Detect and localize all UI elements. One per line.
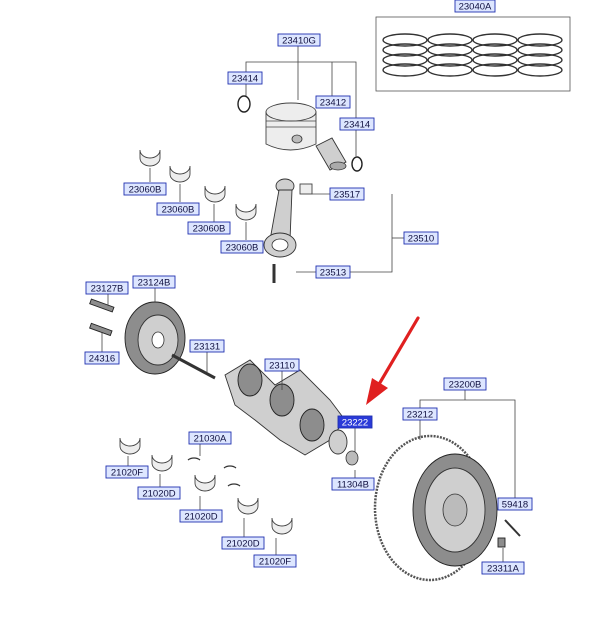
svg-text:23510: 23510 — [408, 234, 434, 245]
svg-text:21020D: 21020D — [142, 489, 175, 500]
piston-ring-set — [375, 16, 571, 92]
label-23060B-2[interactable]: 23060B — [156, 202, 200, 216]
svg-text:23412: 23412 — [320, 98, 346, 109]
svg-text:23060B: 23060B — [226, 243, 259, 254]
svg-text:23414: 23414 — [344, 120, 370, 131]
svg-text:21020D: 21020D — [184, 512, 217, 523]
label-23414-left[interactable]: 23414 — [227, 71, 263, 85]
label-21020F-1[interactable]: 21020F — [105, 465, 149, 479]
svg-text:23060B: 23060B — [162, 205, 195, 216]
label-23412[interactable]: 23412 — [315, 95, 351, 109]
svg-text:23212: 23212 — [407, 410, 433, 421]
label-23110[interactable]: 23110 — [264, 358, 300, 372]
part-labels: 23040A 23410G 23414 23412 23414 23060B 2… — [84, 0, 533, 575]
label-23060B-4[interactable]: 23060B — [220, 240, 264, 254]
label-23212[interactable]: 23212 — [402, 407, 438, 421]
label-23510[interactable]: 23510 — [403, 231, 439, 245]
label-24316[interactable]: 24316 — [84, 351, 120, 365]
label-23410G[interactable]: 23410G — [277, 33, 321, 47]
svg-text:23060B: 23060B — [193, 224, 226, 235]
label-23040A[interactable]: 23040A — [454, 0, 496, 13]
label-23517[interactable]: 23517 — [329, 187, 365, 201]
bearing-shells-lower — [119, 437, 293, 535]
svg-text:23040A: 23040A — [459, 2, 492, 13]
label-23200B[interactable]: 23200B — [443, 377, 487, 391]
label-21020D-1[interactable]: 21020D — [137, 486, 181, 500]
svg-text:21020F: 21020F — [259, 557, 291, 568]
label-11304B[interactable]: 11304B — [331, 477, 375, 491]
svg-text:23414: 23414 — [232, 74, 258, 85]
label-21020D-3[interactable]: 21020D — [221, 536, 265, 550]
svg-text:11304B: 11304B — [337, 480, 369, 491]
svg-text:23110: 23110 — [269, 361, 295, 372]
label-21020F-2[interactable]: 21020F — [253, 554, 297, 568]
label-21020D-2[interactable]: 21020D — [179, 509, 223, 523]
svg-text:23517: 23517 — [334, 190, 360, 201]
svg-text:24316: 24316 — [89, 354, 115, 365]
label-23060B-3[interactable]: 23060B — [187, 221, 231, 235]
svg-text:23127B: 23127B — [91, 284, 124, 295]
svg-text:23513: 23513 — [320, 268, 346, 279]
damper-pulley — [89, 298, 216, 380]
connecting-rod — [263, 178, 313, 283]
svg-text:59418: 59418 — [502, 500, 528, 511]
label-23060B-1[interactable]: 23060B — [123, 182, 167, 196]
highlight-arrow — [366, 316, 420, 405]
label-23124B[interactable]: 23124B — [132, 275, 176, 289]
label-23311A[interactable]: 23311A — [481, 561, 525, 575]
svg-text:23311A: 23311A — [487, 564, 520, 575]
label-59418[interactable]: 59418 — [497, 497, 533, 511]
flywheel — [373, 434, 521, 582]
label-23222[interactable]: 23222 — [337, 415, 373, 429]
label-21030A[interactable]: 21030A — [188, 431, 232, 445]
svg-text:21020F: 21020F — [111, 468, 143, 479]
piston-assembly — [237, 95, 363, 172]
label-23127B[interactable]: 23127B — [85, 281, 129, 295]
svg-text:23060B: 23060B — [129, 185, 162, 196]
crankshaft — [224, 359, 359, 466]
svg-text:23410G: 23410G — [282, 36, 316, 47]
svg-text:23131: 23131 — [194, 342, 220, 353]
svg-text:21020D: 21020D — [226, 539, 259, 550]
svg-text:23200B: 23200B — [449, 380, 482, 391]
svg-text:23222: 23222 — [342, 418, 368, 429]
svg-text:21030A: 21030A — [194, 434, 227, 445]
bearing-shells-upper — [139, 149, 257, 221]
label-23414-right[interactable]: 23414 — [339, 117, 375, 131]
label-23131[interactable]: 23131 — [189, 339, 225, 353]
label-23513[interactable]: 23513 — [315, 265, 351, 279]
svg-text:23124B: 23124B — [138, 278, 171, 289]
